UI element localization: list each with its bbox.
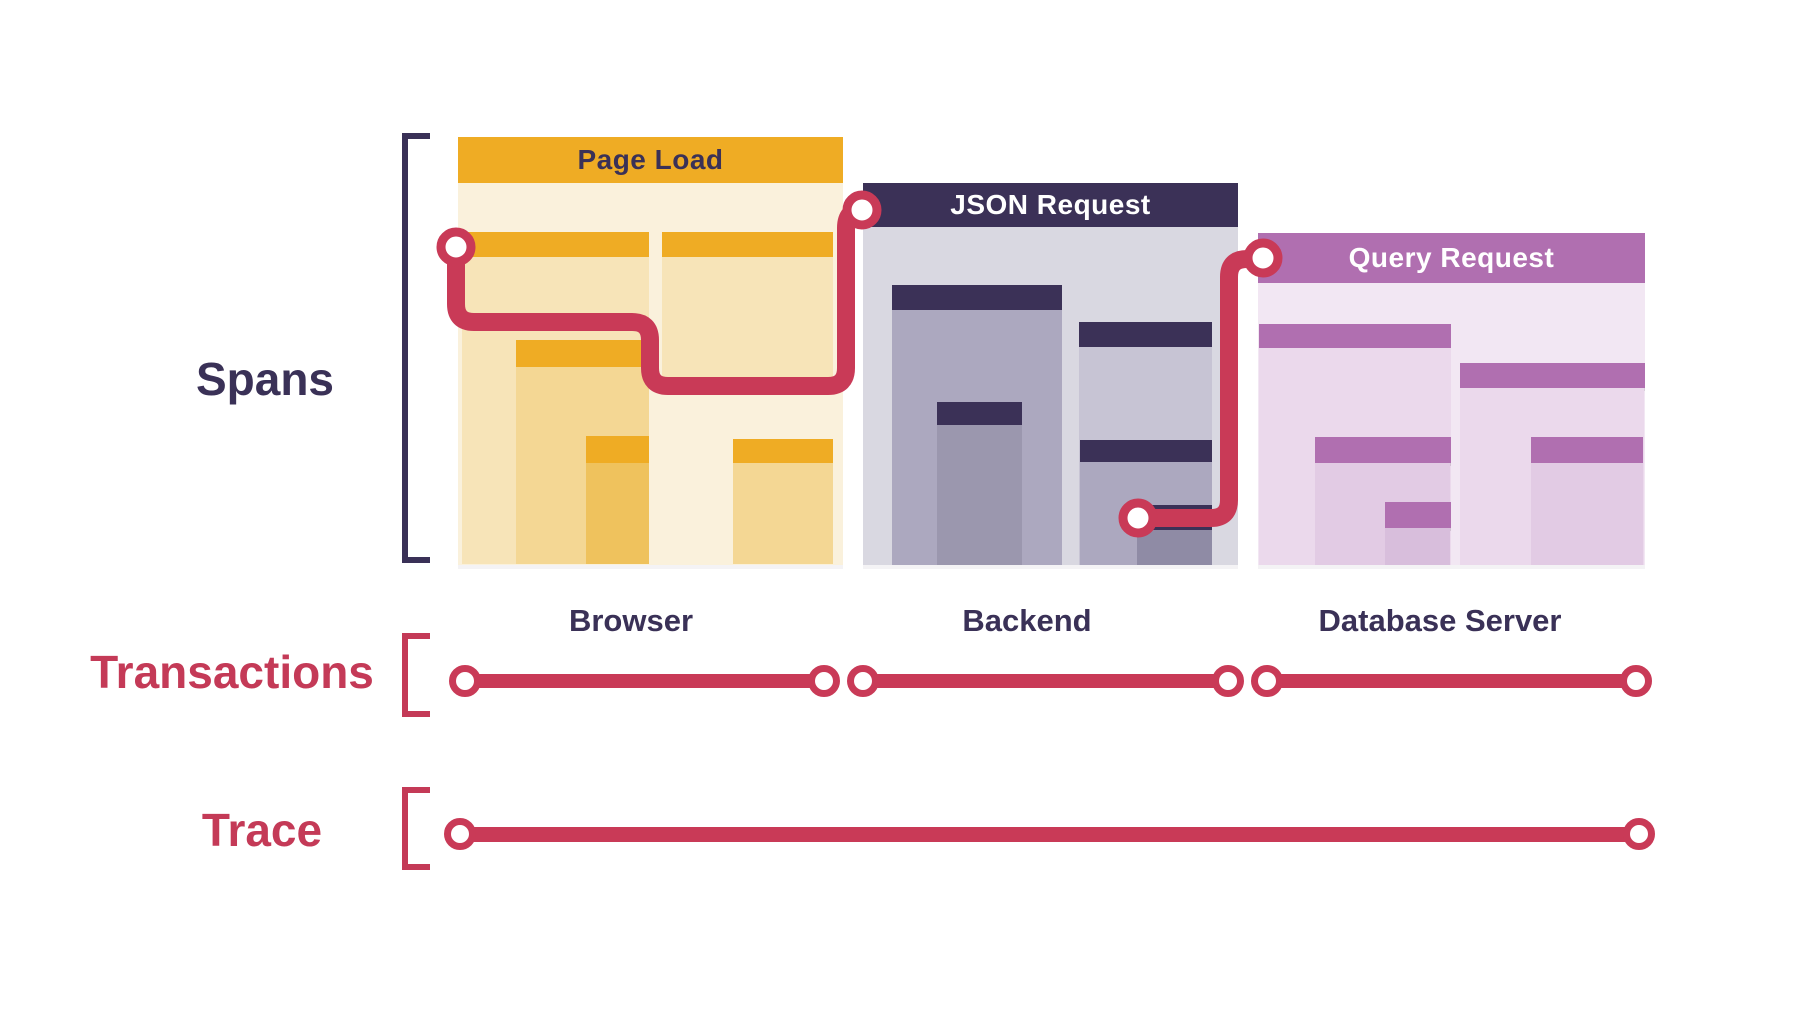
span-bar: [1531, 437, 1643, 463]
transaction-endpoint: [847, 665, 879, 697]
span-fill: [586, 463, 649, 564]
database-caption: Database Server: [1318, 603, 1562, 638]
span-bar: [892, 285, 1062, 310]
span-bar: [462, 232, 649, 257]
span-bar: [516, 340, 649, 367]
span-bar: [1385, 502, 1451, 528]
span-fill: [733, 463, 833, 564]
span-fill: [937, 425, 1022, 565]
json-request-header: JSON Request: [863, 183, 1238, 227]
span-bar: [1079, 322, 1212, 347]
spans-bracket: [402, 133, 430, 563]
trace-bracket: [402, 787, 430, 870]
trace-endpoint: [1623, 818, 1655, 850]
transactions-label: Transactions: [90, 646, 374, 698]
trace-line: [460, 827, 1639, 842]
span-bar: [1080, 440, 1212, 462]
spans-label: Spans: [195, 353, 335, 405]
transaction-line-database: [1267, 674, 1636, 688]
transaction-endpoint: [1251, 665, 1283, 697]
transaction-endpoint: [1212, 665, 1244, 697]
span-bar: [586, 436, 649, 463]
trace-endpoint: [444, 818, 476, 850]
transactions-bracket: [402, 633, 430, 717]
span-bar: [1315, 437, 1451, 463]
path-waypoint: [1118, 498, 1158, 538]
browser-span-card: Page Load: [458, 137, 843, 565]
path-waypoint: [1243, 238, 1283, 278]
backend-to-database-path: [1138, 249, 1262, 527]
span-bar: [1460, 363, 1645, 388]
path-waypoint: [436, 227, 476, 267]
span-fill: [1137, 530, 1212, 565]
query-request-header: Query Request: [1258, 233, 1645, 283]
transaction-endpoint: [449, 665, 481, 697]
browser-caption: Browser: [568, 603, 694, 638]
span-bar: [937, 402, 1022, 425]
span-bar: [662, 232, 833, 257]
backend-span-card: JSON Request: [863, 183, 1238, 565]
transaction-endpoint: [808, 665, 840, 697]
span-fill: [1385, 528, 1450, 565]
path-waypoint: [842, 190, 882, 230]
transaction-endpoint: [1620, 665, 1652, 697]
transaction-line-browser: [465, 674, 824, 688]
span-bar: [733, 439, 833, 463]
transaction-line-backend: [863, 674, 1228, 688]
page-load-header: Page Load: [458, 137, 843, 183]
database-span-card: Query Request: [1258, 233, 1645, 565]
span-fill: [1531, 463, 1643, 565]
span-bar: [1259, 324, 1451, 348]
trace-label: Trace: [201, 804, 323, 856]
browser-to-backend-path: [447, 201, 863, 395]
span-fill: [662, 257, 833, 380]
backend-caption: Backend: [962, 603, 1092, 638]
